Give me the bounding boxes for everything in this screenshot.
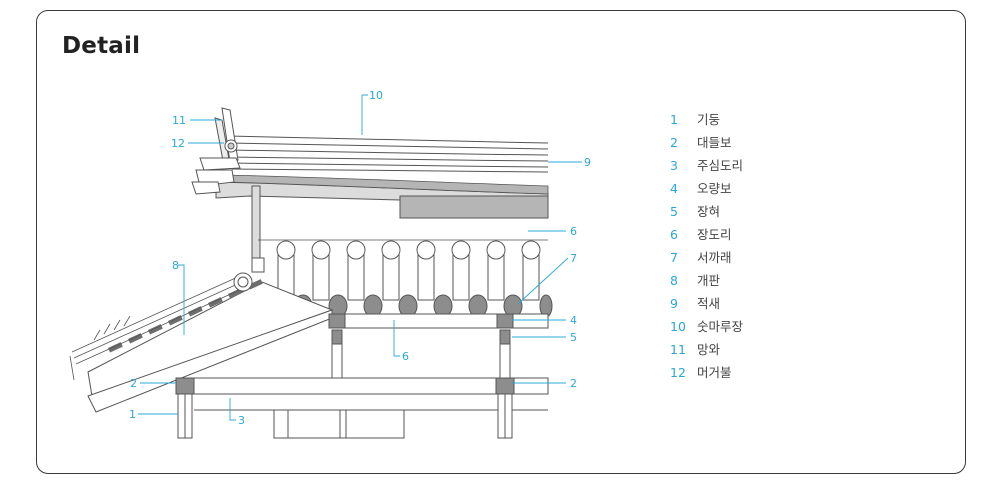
callout-5: 5 [570,331,577,344]
legend-item: 12 머거불 [670,363,870,383]
legend-item: 11 망와 [670,340,870,360]
page-title: Detail [62,33,141,59]
legend-num: 12 [670,365,686,380]
legend-item: 6 장도리 [670,225,870,245]
legend-num: 5 [670,204,678,219]
main-beam [175,377,549,395]
legend-item: 9 적새 [670,294,870,314]
legend-label: 서까래 [697,250,732,265]
left-jangheo [331,329,343,345]
legend-label: 장혀 [697,204,721,219]
legend-item: 1 기둥 [670,110,870,130]
legend-num: 4 [670,181,678,196]
callout-2-left: 2 [130,377,137,390]
legend-label: 오량보 [697,181,732,196]
callout-9: 9 [584,156,591,169]
callout-8: 8 [172,259,179,272]
legend-item: 10 숫마루장 [670,317,870,337]
sloped-edge-lines [69,275,245,381]
legend-num: 3 [670,158,678,173]
callout-11: 11 [172,114,186,127]
legend-num: 9 [670,296,678,311]
legend-label: 개판 [697,273,721,288]
callout-3: 3 [238,414,245,427]
beam-cap-left [175,377,195,395]
sloped-ridge-ornament [233,257,265,292]
legend-num: 6 [670,227,678,242]
callout-2-right: 2 [570,377,577,390]
legend-num: 2 [670,135,678,150]
callout-6-mid: 6 [402,350,409,363]
legend-num: 1 [670,112,678,127]
legend-item: 2 대들보 [670,133,870,153]
eave-post [251,185,261,267]
legend-num: 11 [670,342,686,357]
legend-label: 주심도리 [697,158,744,173]
column-left [177,393,193,439]
beam-cap-right [495,377,515,395]
jangdori-beam [399,195,549,219]
callout-6-top: 6 [570,225,577,238]
legend-item: 4 오량보 [670,179,870,199]
legend-item: 8 개판 [670,271,870,291]
eave-dark-band [221,174,549,195]
legend-label: 머거불 [697,365,732,380]
callout-12: 12 [171,137,185,150]
legend-label: 대들보 [697,135,732,150]
right-block [496,313,514,329]
legend-num: 10 [670,319,686,334]
window-frame [273,409,405,439]
legend-item: 5 장혀 [670,202,870,222]
legend-label: 망와 [697,342,721,357]
legend-item: 7 서까래 [670,248,870,268]
legend-label: 숫마루장 [697,319,744,334]
callout-1: 1 [129,408,136,421]
left-block [328,313,346,329]
legend-label: 기둥 [697,112,721,127]
callout-4: 4 [570,314,577,327]
rafters-upper [276,240,541,301]
right-jangheo [499,329,511,345]
callout-10: 10 [369,89,383,102]
legend-label: 적새 [697,296,721,311]
callout-7: 7 [570,252,577,265]
legend-num: 7 [670,250,678,265]
column-right [497,393,513,439]
legend-label: 장도리 [697,227,732,242]
legend-num: 8 [670,273,678,288]
leader-lines [138,94,582,421]
ridge-ornament [191,107,241,195]
roof-layers [227,135,549,173]
beam-5ryang [329,313,549,329]
legend-item: 3 주심도리 [670,156,870,176]
